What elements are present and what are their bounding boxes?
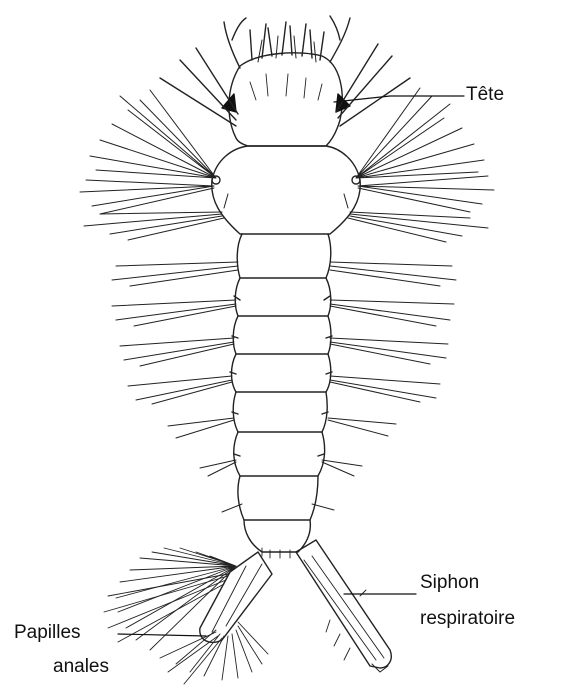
label-siphon-line2: respiratoire [420, 608, 515, 630]
abdomen [230, 234, 332, 558]
thorax-setae-left [80, 90, 224, 240]
label-papillae-line2: anales [53, 656, 109, 678]
head [160, 16, 410, 146]
thorax [212, 146, 361, 234]
thorax-setae-right [348, 88, 494, 242]
abdomen-setae [112, 262, 456, 512]
respiratory-siphon [296, 540, 391, 672]
label-papillae-line1: Papilles [14, 622, 81, 644]
label-siphon-line1: Siphon [420, 572, 479, 594]
label-head: Tête [466, 84, 504, 106]
anal-papillae [104, 548, 268, 684]
